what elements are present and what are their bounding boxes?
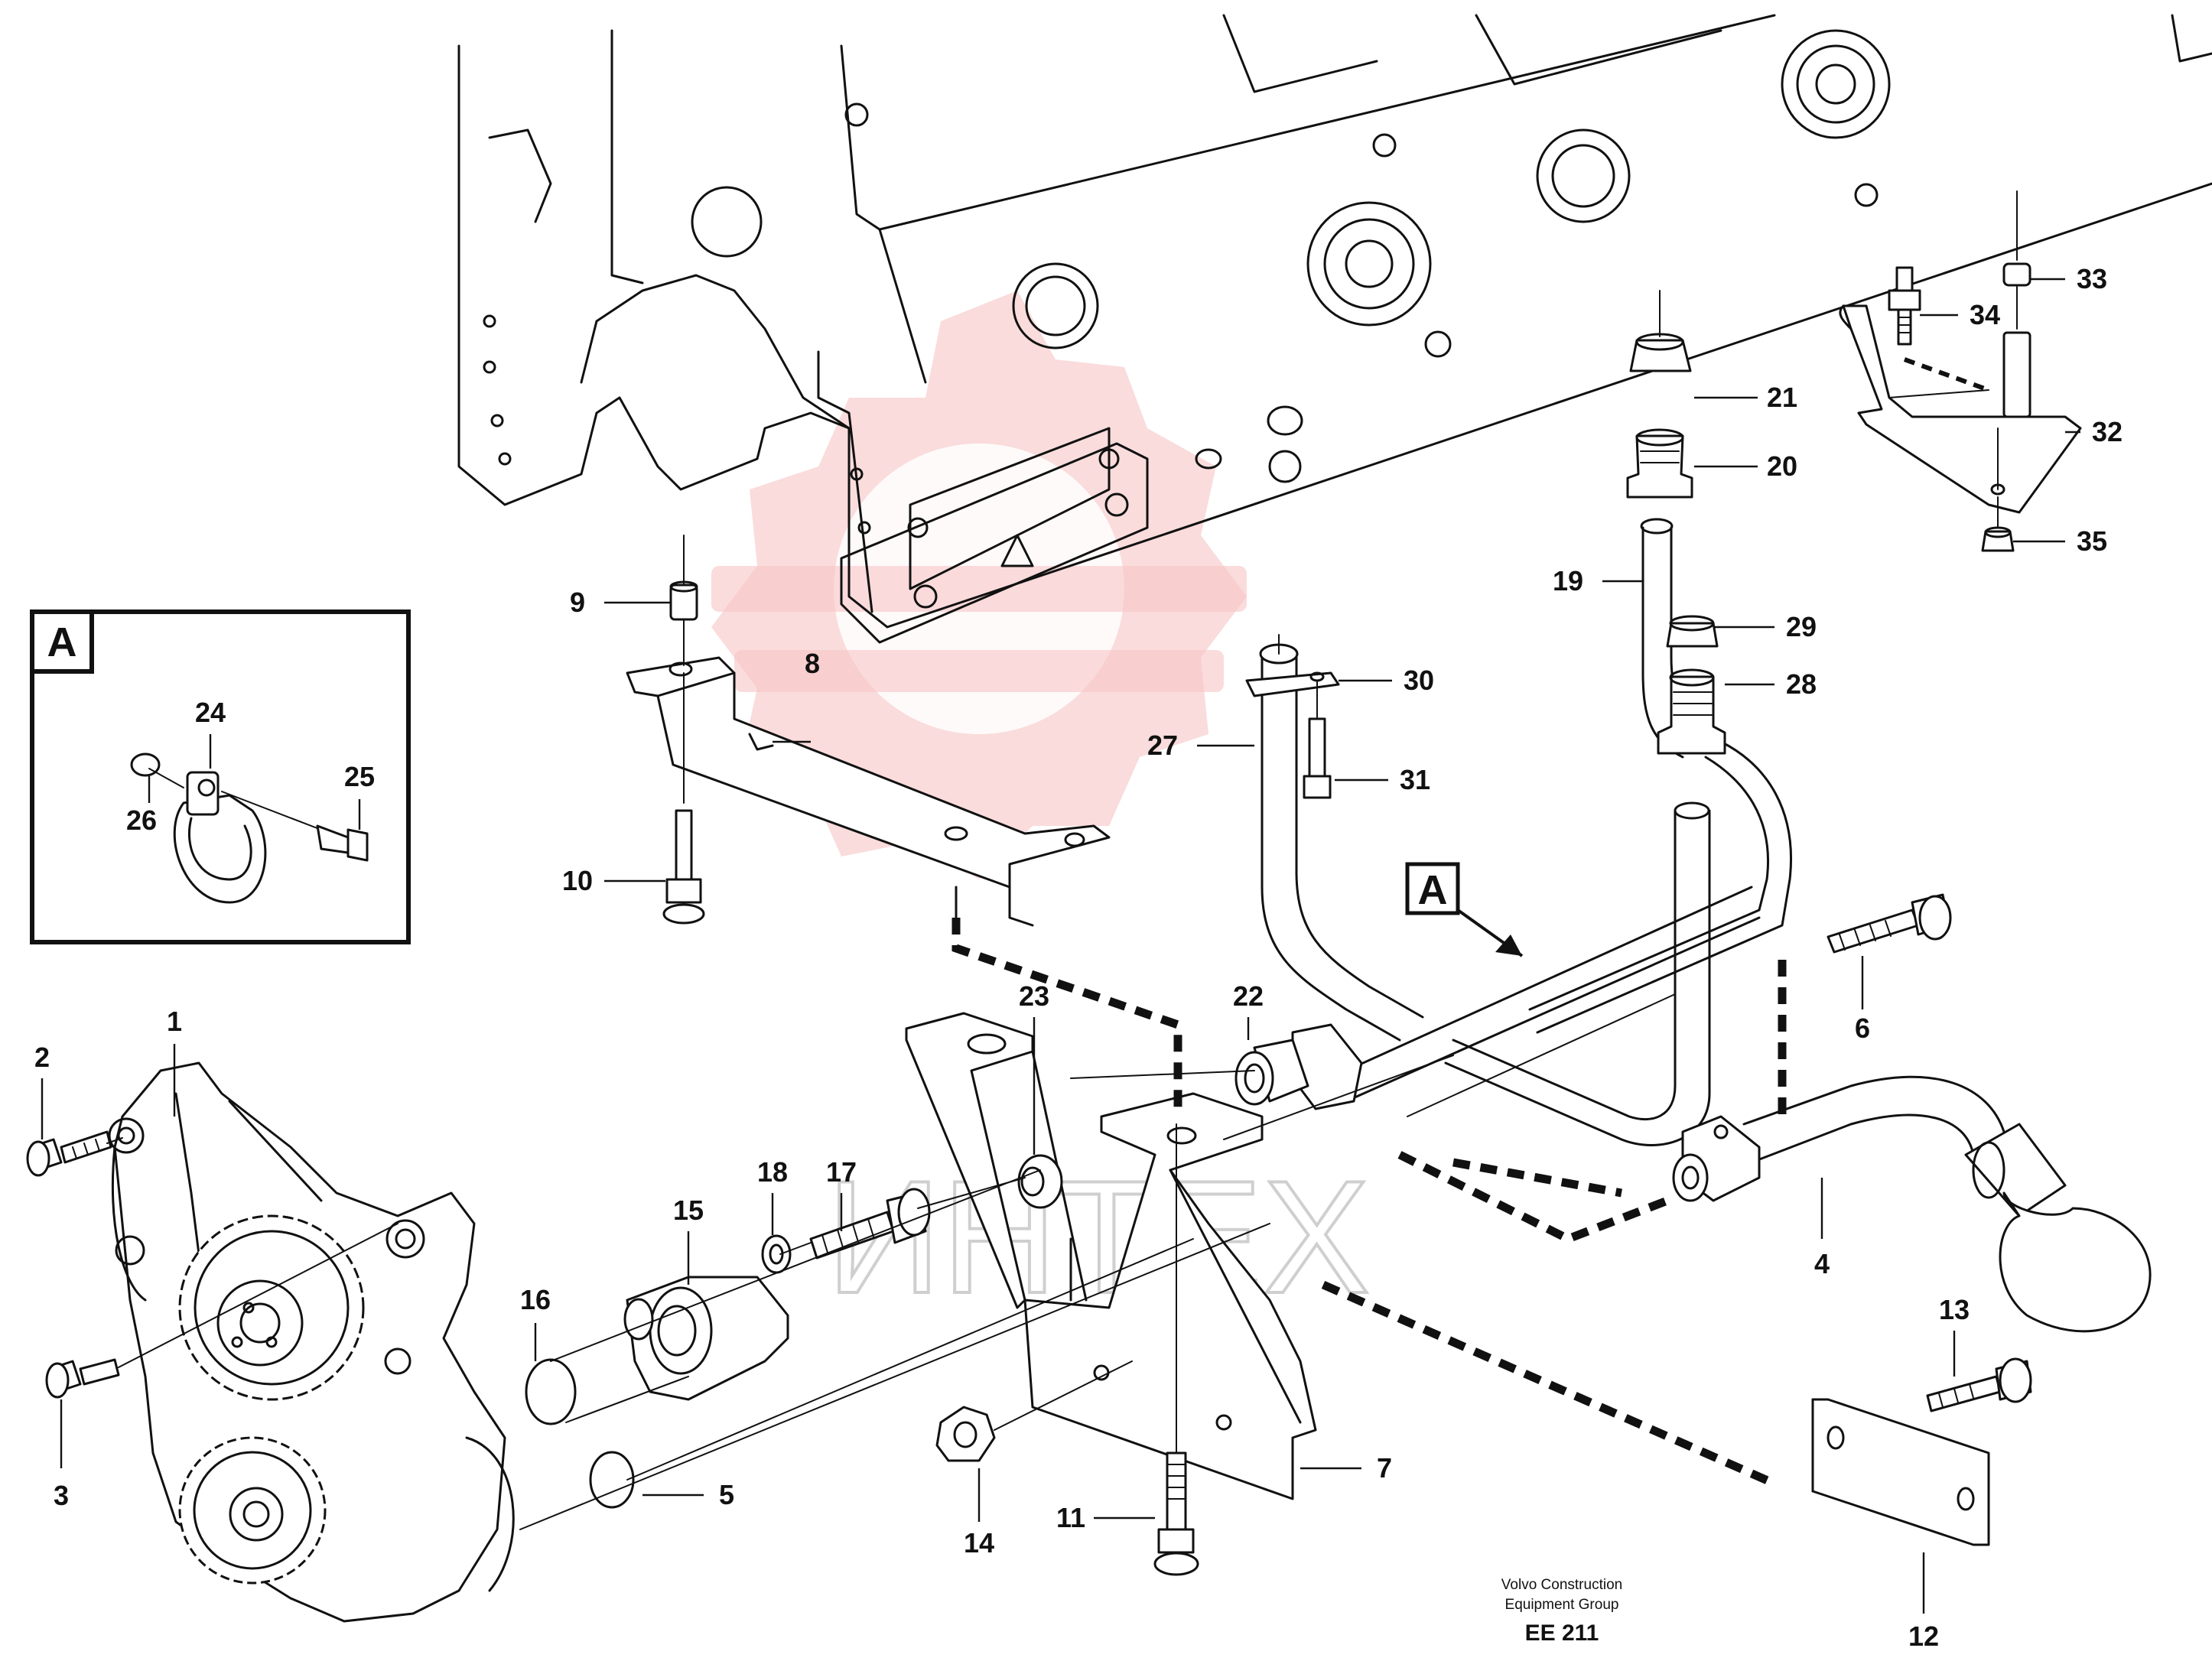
label-6: 6 <box>1855 1013 1870 1044</box>
label-31: 31 <box>1400 764 1430 795</box>
label-30: 30 <box>1404 665 1434 696</box>
pipe-27 <box>1245 634 1424 1042</box>
footer-line2: Equipment Group <box>1505 1597 1619 1613</box>
label-22: 22 <box>1233 980 1264 1012</box>
label-33: 33 <box>2077 263 2107 294</box>
bolt-13 <box>1926 1357 2032 1412</box>
o-ring-16 <box>525 1358 577 1425</box>
watermark-text: ИНТЕХ <box>826 1147 1370 1327</box>
pipe-segment <box>1444 801 1711 1146</box>
assembly-lines <box>106 993 1676 1530</box>
label-18: 18 <box>757 1156 788 1188</box>
label-11: 11 <box>1056 1502 1085 1533</box>
footer-code: EE 211 <box>1525 1620 1599 1646</box>
bolt-11 <box>1153 1451 1199 1576</box>
bracket-8 <box>626 656 1111 927</box>
footer: Volvo Construction Equipment Group EE 21… <box>1501 1577 1622 1646</box>
label-12: 12 <box>1908 1620 1939 1652</box>
bolt-17 <box>809 1188 931 1260</box>
fitting-29 <box>1666 615 1719 648</box>
label-14: 14 <box>964 1527 994 1559</box>
label-23: 23 <box>1019 980 1049 1012</box>
label-24: 24 <box>195 697 226 728</box>
spacer-9 <box>669 535 698 666</box>
label-4: 4 <box>1814 1248 1830 1279</box>
label-19: 19 <box>1553 565 1583 596</box>
spacer-33 <box>2002 190 2031 418</box>
label-9: 9 <box>570 587 585 618</box>
label-34: 34 <box>1970 299 2000 330</box>
o-ring-5 <box>589 1451 635 1509</box>
strainer-tube-4 <box>1672 1075 2152 1333</box>
fitting-28 <box>1657 668 1726 755</box>
detail-inset-a: A <box>30 609 411 944</box>
label-16: 16 <box>520 1284 551 1315</box>
fitting-21 <box>1629 290 1692 372</box>
label-21: 21 <box>1767 382 1797 413</box>
label-28: 28 <box>1786 668 1817 700</box>
footer-line1: Volvo Construction <box>1501 1577 1622 1593</box>
label-17: 17 <box>826 1156 857 1188</box>
stud-34 <box>1888 266 1921 346</box>
label-25: 25 <box>344 761 375 792</box>
bracket-7 <box>905 1012 1317 1500</box>
label-2: 2 <box>34 1042 50 1073</box>
label-15: 15 <box>673 1195 704 1226</box>
label-8: 8 <box>805 648 820 679</box>
nut-14 <box>935 1406 996 1462</box>
detail-marker-label: A <box>1418 867 1448 913</box>
detail-marker-a: A <box>1405 862 1524 957</box>
washer-18 <box>761 1234 792 1274</box>
bolt-31 <box>1303 680 1332 799</box>
plate-12 <box>1811 1398 1990 1546</box>
label-10: 10 <box>562 865 593 896</box>
label-27: 27 <box>1147 730 1178 761</box>
leader-lines <box>41 278 2080 1614</box>
label-20: 20 <box>1767 450 1797 482</box>
label-7: 7 <box>1377 1452 1392 1484</box>
part-labels: 1 2 3 4 5 6 7 8 9 10 11 12 13 14 15 16 1… <box>34 263 2123 1652</box>
label-29: 29 <box>1786 611 1817 642</box>
bolt-3 <box>45 1223 398 1399</box>
label-13: 13 <box>1939 1294 1970 1325</box>
bracket-32 <box>1839 304 2082 514</box>
bolt-6 <box>1827 893 1952 954</box>
label-1: 1 <box>167 1006 182 1037</box>
label-32: 32 <box>2092 416 2123 447</box>
label-35: 35 <box>2077 525 2107 557</box>
dashed-connections <box>951 918 1787 1488</box>
label-5: 5 <box>719 1479 734 1510</box>
inset-label: A <box>47 619 77 665</box>
bolt-10 <box>662 672 705 925</box>
fitting-20 <box>1626 428 1693 499</box>
nut-35 <box>1981 496 2015 552</box>
bolt-2 <box>26 1130 112 1177</box>
oil-pump-1 <box>108 1061 515 1623</box>
watermark-logo <box>711 291 1247 879</box>
label-26: 26 <box>126 804 157 836</box>
label-3: 3 <box>54 1480 69 1511</box>
fitting-15 <box>623 1276 789 1401</box>
oil-pipe-main <box>1234 886 1761 1110</box>
spacer-23 <box>1017 1154 1063 1209</box>
engine-block <box>457 14 2212 644</box>
